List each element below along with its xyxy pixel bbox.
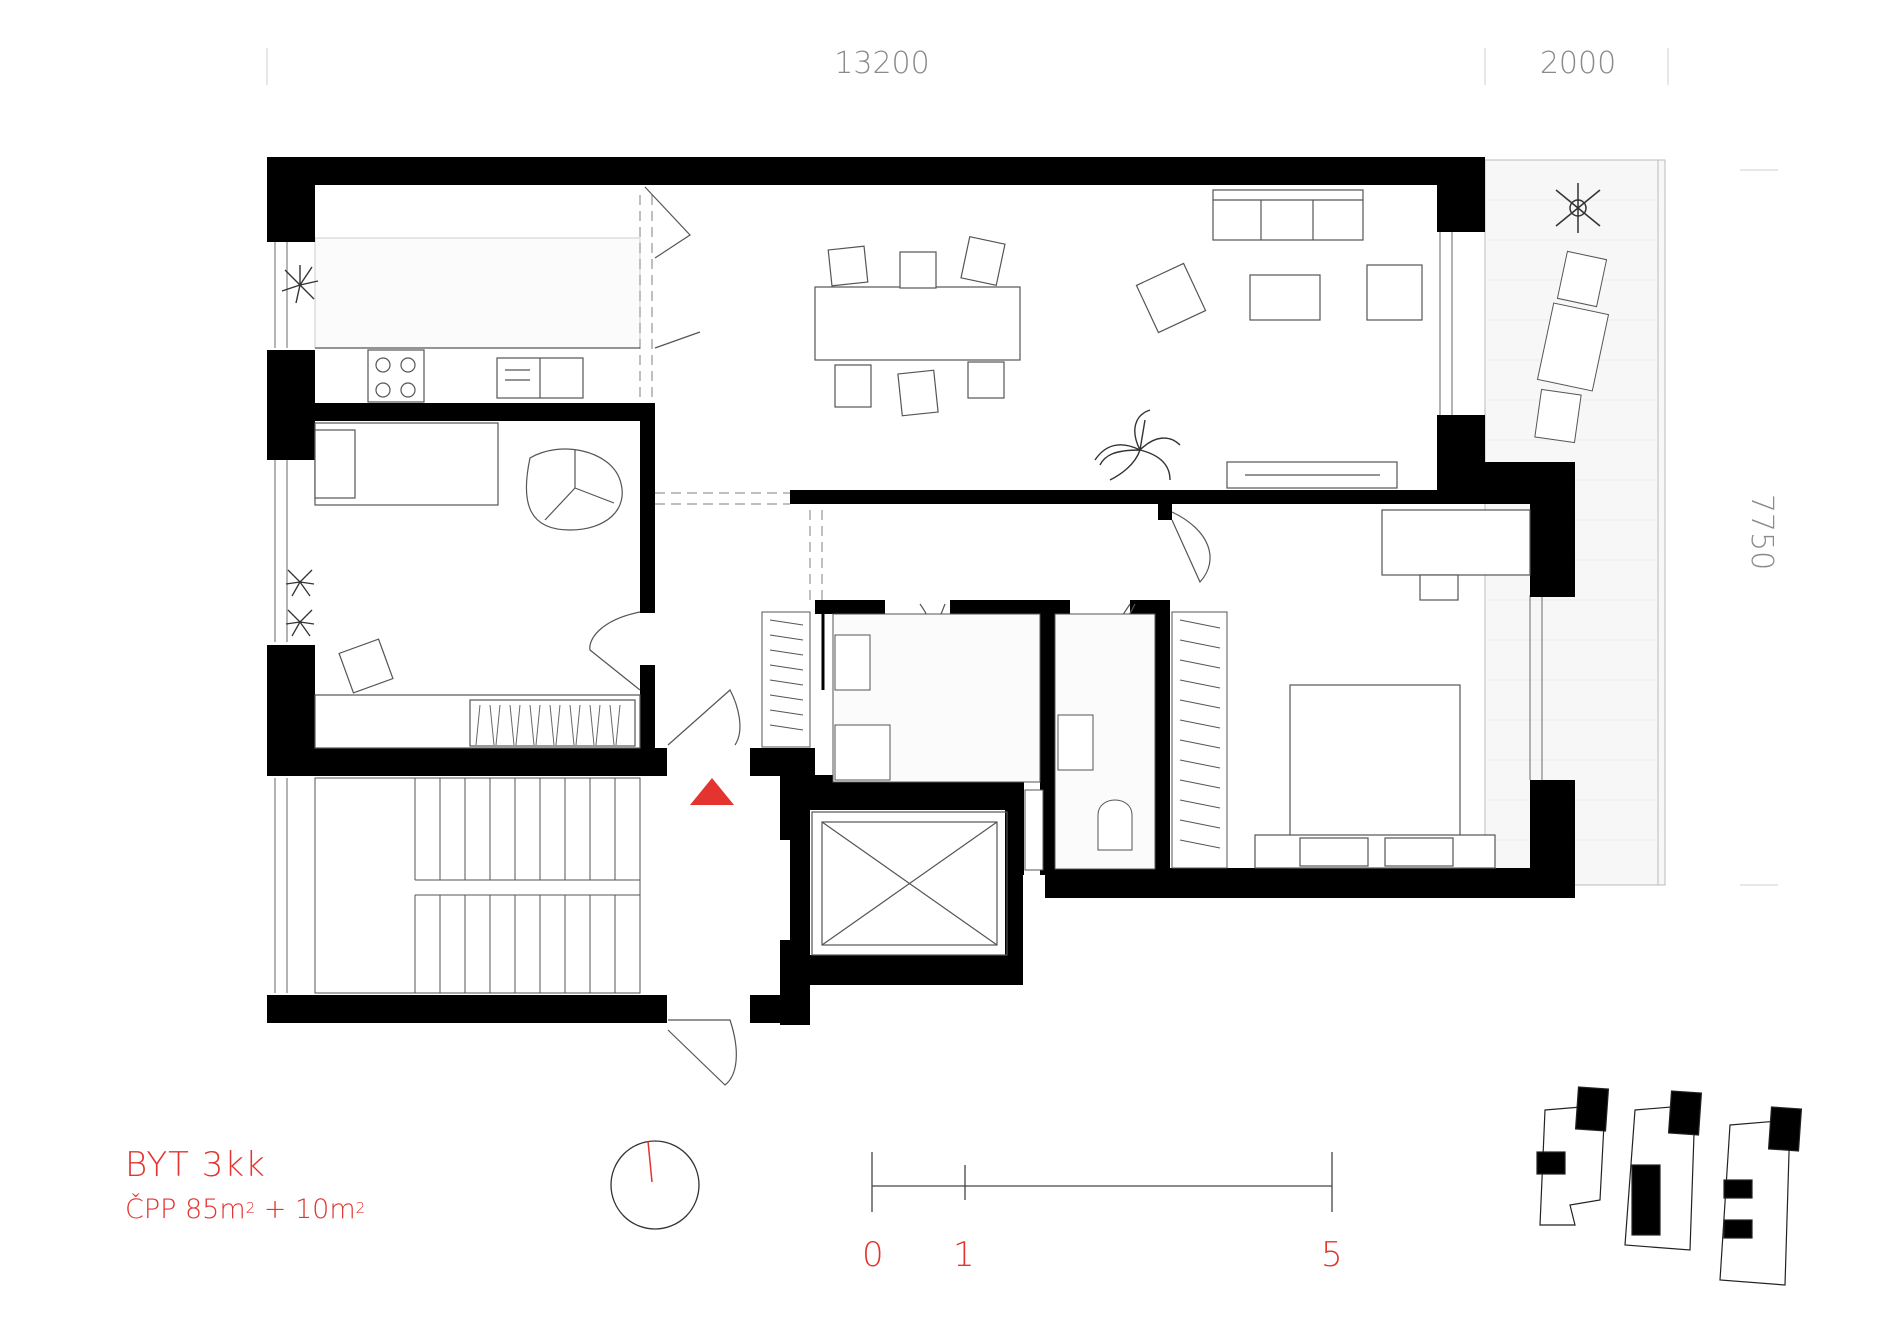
dining-table: [814, 236, 1021, 417]
unit-title-block: BYT 3kk ČPP 85m2 + 10m2: [125, 1145, 365, 1227]
plant-icon: [281, 265, 319, 304]
north-arrow-icon: [610, 1140, 700, 1230]
scale-label-0: 0: [862, 1235, 884, 1275]
bedroom-right: [1254, 509, 1531, 869]
bedroom-left: [314, 422, 641, 749]
elevator-icon: [811, 811, 1008, 956]
unit-area: ČPP 85m2 + 10m2: [125, 1193, 365, 1227]
area-terrace-sup: 2: [355, 1199, 366, 1217]
dimension-width-main: 13200: [834, 46, 929, 81]
sliding-door-track: [639, 195, 823, 600]
dimension-width-terrace: 2000: [1540, 46, 1616, 81]
unit-type-title: BYT 3kk: [125, 1145, 266, 1185]
wardrobe-hall: [761, 611, 1228, 869]
key-plan-icon: [1536, 1086, 1803, 1286]
dimension-lines: [266, 48, 1778, 886]
kitchen: [315, 186, 701, 403]
wardrobe-hatch: [475, 704, 621, 746]
kitchen-floor: [314, 237, 641, 349]
terrace-lounger: [1536, 302, 1610, 392]
stove-icon: [367, 349, 425, 403]
toilet-room: [1024, 613, 1156, 871]
staircase: [314, 777, 641, 994]
scale-bar: [871, 1152, 1333, 1212]
sofa: [1135, 189, 1423, 489]
plant-icon: [1555, 183, 1601, 233]
terrace-stool: [1556, 250, 1608, 308]
entrance-arrow-icon: [690, 778, 734, 805]
area-main-label: ČPP 85m: [125, 1194, 246, 1225]
plant-icon: [1094, 409, 1181, 481]
area-main-sup: 2: [245, 1199, 256, 1217]
bathroom-main: [821, 613, 1041, 783]
dimension-depth: 7750: [1744, 494, 1779, 570]
terrace-stool: [1534, 388, 1582, 444]
scale-label-5: 5: [1321, 1235, 1343, 1275]
walls: [267, 157, 1575, 1025]
area-terrace-label: + 10m: [255, 1194, 356, 1225]
scale-label-1: 1: [953, 1235, 975, 1275]
plant-icon: [285, 569, 315, 637]
window-lines: [274, 232, 1543, 993]
